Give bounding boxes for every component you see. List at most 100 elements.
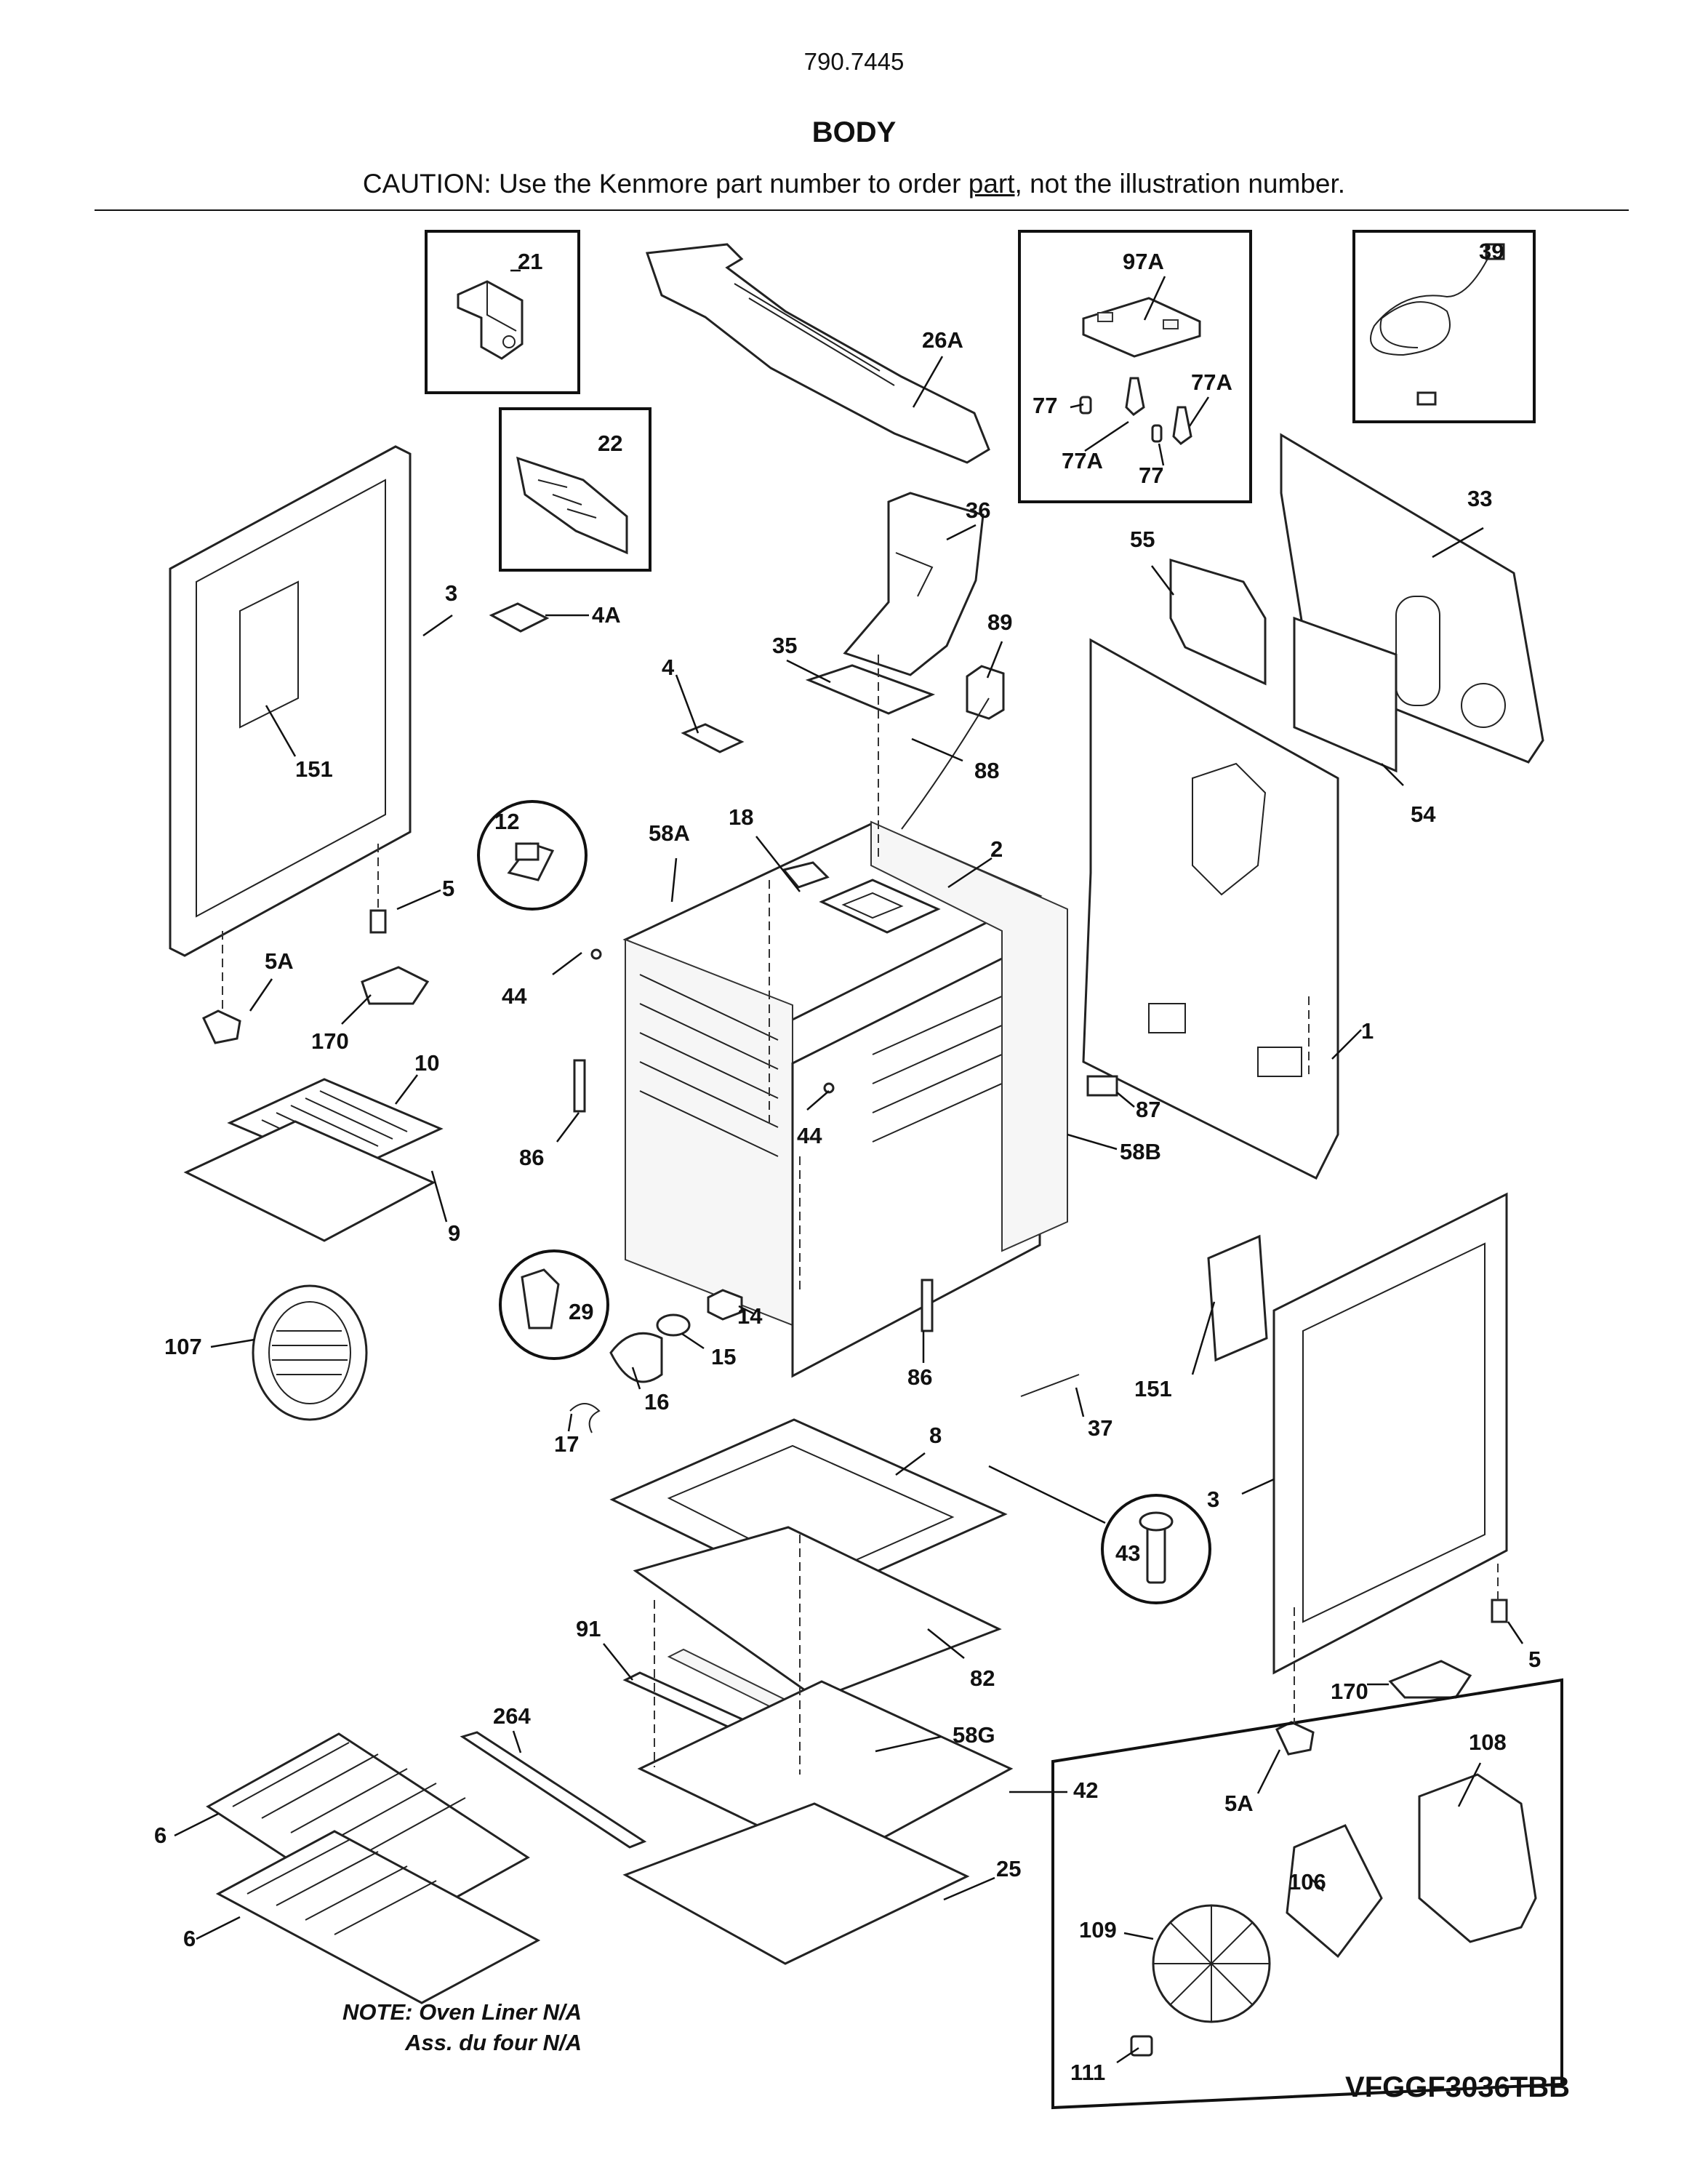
- callout-91: 91: [576, 1616, 601, 1641]
- part-5A-right-leg: [1275, 1721, 1315, 1756]
- caution-suffix: , not the illustration number.: [1014, 169, 1346, 199]
- callout-12: 12: [494, 809, 519, 834]
- callout-25: 25: [996, 1856, 1021, 1881]
- callout-170-left: 170: [311, 1028, 349, 1054]
- part-5-right-leveler: [1491, 1599, 1508, 1623]
- callout-170-right: 170: [1331, 1679, 1368, 1704]
- part-111-nut: [1130, 2035, 1153, 2057]
- callout-42: 42: [1073, 1777, 1098, 1803]
- inset-box-39: [1352, 230, 1536, 423]
- part-264-strip: [460, 1731, 647, 1849]
- part-6-oven-rack-upper: [206, 1732, 530, 1932]
- callout-58G: 58G: [953, 1722, 995, 1748]
- callout-109: 109: [1079, 1917, 1117, 1943]
- callout-87: 87: [1136, 1097, 1160, 1122]
- footer-note: NOTE: Oven Liner N/A Ass. du four N/A: [305, 1997, 582, 2058]
- part-87-connector: [1086, 1075, 1118, 1097]
- callout-4: 4: [662, 655, 675, 680]
- part-22-switch-bracket: [516, 456, 628, 555]
- part-2-vent: [819, 879, 941, 934]
- part-82-heat-shield: [633, 1526, 1002, 1700]
- detail-circle-29: [499, 1249, 609, 1360]
- callout-6-lower: 6: [183, 1926, 196, 1951]
- callout-18: 18: [729, 804, 753, 830]
- callout-36: 36: [966, 497, 990, 523]
- part-1-back-panel: [1082, 638, 1339, 1180]
- callout-16: 16: [644, 1389, 669, 1415]
- part-29-latch: [521, 1268, 560, 1329]
- part-109-fan-blade: [1152, 1904, 1271, 2023]
- caution-link: part: [968, 169, 1015, 199]
- part-4A-clip: [489, 602, 550, 633]
- part-39-wire-harness: [1370, 243, 1505, 406]
- page-title: BODY: [811, 116, 897, 148]
- part-18-hinge: [782, 861, 830, 889]
- callout-3-left: 3: [445, 580, 457, 606]
- document-number: 790.7445: [803, 48, 905, 75]
- part-25-cover-plate: [622, 1802, 970, 1965]
- callout-39: 39: [1479, 239, 1504, 264]
- callout-107: 107: [164, 1334, 202, 1359]
- callout-44-right: 44: [797, 1123, 822, 1148]
- part-36-vent-duct: [843, 492, 985, 676]
- part-89-sensor: [901, 665, 1005, 830]
- callout-86-right: 86: [907, 1364, 932, 1390]
- callout-151-right: 151: [1134, 1376, 1172, 1401]
- callout-3-right: 3: [1207, 1487, 1219, 1512]
- part-43-screw: [1139, 1511, 1174, 1584]
- part-55-heat-shield: [1169, 558, 1267, 686]
- footer-note-line1: NOTE: Oven Liner N/A: [342, 1999, 582, 2025]
- callout-9: 9: [448, 1220, 460, 1246]
- callout-35: 35: [772, 633, 797, 658]
- callout-77A-right: 77A: [1191, 369, 1232, 395]
- part-37-probe: [1020, 1374, 1080, 1397]
- detail-circle-12: [477, 800, 588, 911]
- callout-14: 14: [737, 1303, 763, 1329]
- callout-17: 17: [554, 1431, 579, 1457]
- part-106-motor-bracket: [1286, 1824, 1383, 1959]
- header-divider: [95, 209, 1629, 211]
- callout-108: 108: [1469, 1729, 1507, 1755]
- part-107-fan-cover: [252, 1284, 368, 1421]
- inset-box-22: [499, 407, 651, 572]
- part-14-light-socket: [707, 1289, 743, 1321]
- inset-box-convection: [1051, 1678, 1563, 2110]
- callout-8: 8: [929, 1423, 942, 1448]
- callout-5-right: 5: [1528, 1647, 1541, 1672]
- callout-33: 33: [1467, 486, 1492, 511]
- callout-15: 15: [711, 1344, 736, 1369]
- assembly-guides: [222, 655, 1499, 1775]
- callout-2: 2: [990, 836, 1003, 862]
- callout-88: 88: [974, 758, 999, 783]
- callout-21: 21: [518, 249, 542, 274]
- part-170-right-bracket: [1388, 1660, 1472, 1699]
- part-170-bracket: [361, 966, 430, 1005]
- inset-box-21: [425, 230, 580, 394]
- part-35-gasket: [805, 664, 936, 715]
- callout-77A-left: 77A: [1062, 448, 1103, 473]
- inset-box-97A: [1018, 230, 1252, 503]
- model-number: VFGGF3036TBB: [1345, 2071, 1570, 2103]
- leader-lines: [174, 269, 1524, 2064]
- callout-44-left: 44: [502, 983, 527, 1009]
- callout-22: 22: [598, 431, 622, 456]
- callout-5A-right: 5A: [1224, 1791, 1254, 1816]
- detail-circle-43: [1101, 1494, 1211, 1604]
- callout-29: 29: [569, 1299, 593, 1324]
- callout-77-left: 77: [1033, 393, 1057, 418]
- part-108-fan-motor: [1418, 1773, 1537, 1943]
- part-44-screw: [590, 948, 835, 1094]
- callout-58A: 58A: [649, 820, 690, 846]
- callout-37: 37: [1088, 1415, 1112, 1441]
- part-26A-rear-bracket: [645, 243, 990, 464]
- callout-54: 54: [1411, 801, 1436, 827]
- part-9-broil-pan: [183, 1120, 436, 1242]
- callout-55: 55: [1130, 527, 1155, 552]
- callout-10: 10: [414, 1050, 439, 1076]
- footer-note-line2: Ass. du four N/A: [405, 2030, 582, 2055]
- part-151-right-bracket: [1207, 1234, 1268, 1362]
- caution-prefix: CAUTION: Use the Kenmore part number to …: [362, 169, 969, 199]
- part-54-cover: [1293, 616, 1398, 773]
- part-58B-insulation: [870, 820, 1068, 1252]
- part-5-leveler: [369, 909, 387, 934]
